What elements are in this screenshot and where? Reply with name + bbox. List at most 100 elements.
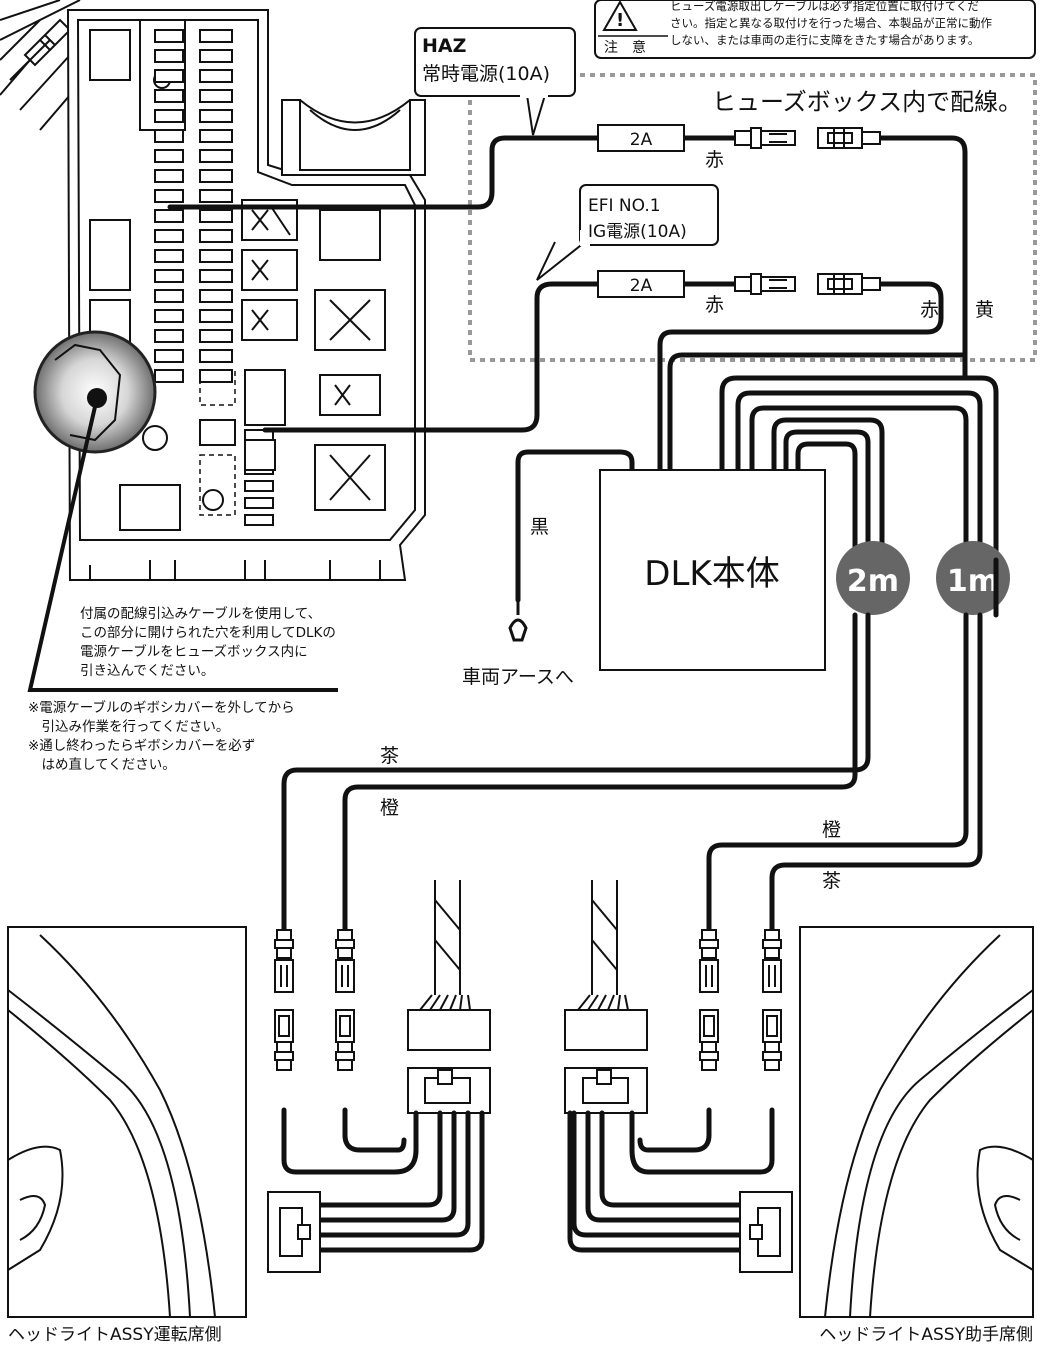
- fuse-slot: [154, 149, 184, 163]
- wire-color-orange-left: 橙: [380, 797, 399, 819]
- instruction-line-3: 電源ケーブルをヒューズボックス内に: [80, 643, 308, 660]
- wire-color-black: 黒: [530, 516, 549, 538]
- fuse-slot: [199, 69, 233, 83]
- fuse-slot: [154, 169, 184, 183]
- fuse-slot: [154, 229, 184, 243]
- fuse-box-illustration: [0, 0, 426, 581]
- fuse-slot: [244, 480, 274, 492]
- fuse-slot: [154, 29, 184, 43]
- haz-callout: HAZ 常時電源(10A): [414, 27, 576, 136]
- fuse-slot: [244, 497, 274, 509]
- fuse-slot: [199, 49, 233, 63]
- fuse-slot: [199, 129, 233, 143]
- wire-color-brown-right: 茶: [822, 870, 841, 892]
- wire-color-red-3: 赤: [920, 299, 939, 321]
- fuse-slot: [154, 109, 184, 123]
- fuse-slot: [244, 514, 274, 526]
- power-wires: [167, 135, 968, 603]
- leader-line: [27, 397, 338, 692]
- fuse-slot: [199, 289, 233, 303]
- note-line-2: 引込み作業を行ってください。: [28, 719, 229, 735]
- fusebox-title: ヒューズボックス内で配線。: [712, 88, 1022, 116]
- fuse-slot: [199, 29, 233, 43]
- fuse-slot: [199, 169, 233, 183]
- headlight-left-illustration: [7, 926, 247, 1318]
- length-badge-2m: [836, 541, 910, 615]
- fuse-slot: [154, 309, 184, 323]
- headlight-right-label: ヘッドライトASSY助手席側: [819, 1325, 1033, 1345]
- left-headlight-wires: [281, 612, 871, 933]
- inline-fuse-2: [597, 270, 685, 298]
- fuse-slot: [154, 369, 184, 383]
- instruction-text: 付属の配線引込みケーブルを使用して、 この部分に開けられた穴を利用してDLKの …: [80, 605, 336, 679]
- fuse-slot: [199, 269, 233, 283]
- caution-label: 注 意: [604, 39, 646, 56]
- output-wire-bundles: [719, 375, 999, 563]
- length-badge-1m: [936, 541, 1010, 615]
- efi-callout: EFI NO.1 IG電源(10A): [536, 184, 719, 281]
- fuse-slot: [199, 189, 233, 203]
- fuse-slot: [154, 49, 184, 63]
- right-harness: [564, 880, 648, 1114]
- fuse-slot: [154, 289, 184, 303]
- yellow-wire: [667, 352, 968, 473]
- left-harness: [407, 880, 491, 1114]
- warning-exclamation-icon: !: [616, 10, 624, 31]
- fuse-slot: [154, 189, 184, 203]
- note-line-1: ※電源ケーブルのギボシカバーを外してから: [28, 699, 295, 716]
- wire-color-red-1: 赤: [705, 149, 724, 171]
- headlight-right-illustration: [799, 926, 1034, 1318]
- fuse-slot: [154, 249, 184, 263]
- caution-panel: ! 注 意 ヒューズ電源取出しケーブルは必ず指定位置に取付けてくだ さい。指定と…: [594, 0, 1036, 59]
- fuse-slot: [199, 369, 233, 383]
- fuse-slot: [199, 229, 233, 243]
- haz-fuse-desc: 常時電源(10A): [422, 63, 550, 85]
- instruction-line-4: 引き込んでください。: [80, 663, 214, 679]
- fuse-slot: [199, 209, 233, 223]
- efi-fuse-name: EFI NO.1: [588, 196, 661, 216]
- left-headlight-connector: [267, 1191, 321, 1273]
- fusebox-wiring-area: [468, 73, 1037, 362]
- right-headlight-connector: [739, 1191, 793, 1273]
- instruction-line-2: この部分に開けられた穴を利用してDLKの: [80, 625, 336, 641]
- right-headlight-wires: [706, 612, 983, 933]
- efi-fuse-desc: IG電源(10A): [588, 222, 687, 242]
- fuse-slot: [154, 269, 184, 283]
- dlk-unit: [599, 469, 826, 671]
- instruction-line-1: 付属の配線引込みケーブルを使用して、: [80, 605, 321, 622]
- length-badge-1m-label: 1m: [947, 564, 999, 599]
- warning-triangle-icon: [602, 0, 638, 31]
- caution-line-1: ヒューズ電源取出しケーブルは必ず指定位置に取付けてくだ: [670, 0, 979, 13]
- fuse-slot: [199, 329, 233, 343]
- fuse-slot: [154, 69, 184, 83]
- ground-terminal-icon: [508, 600, 528, 642]
- fuse-slot: [154, 129, 184, 143]
- length-badge-2m-label: 2m: [847, 564, 899, 599]
- fuse-slot: [199, 349, 233, 363]
- fuse-slot: [154, 349, 184, 363]
- dlk-unit-label: DLK本体: [644, 554, 779, 594]
- wire-color-red-2: 赤: [705, 294, 724, 316]
- inline-fuse-2-label: 2A: [630, 276, 653, 296]
- wire-color-brown-left: 茶: [380, 745, 399, 767]
- ground-label: 車両アースへ: [462, 666, 574, 688]
- fuse-slot: [199, 249, 233, 263]
- fuse-slot: [199, 89, 233, 103]
- inline-fuse-1-label: 2A: [630, 130, 653, 150]
- caution-line-2: さい。指定と異なる取付けを行った場合、本製品が正常に動作: [670, 16, 992, 30]
- wire-color-yellow: 黄: [975, 299, 994, 321]
- haz-fuse-name: HAZ: [422, 35, 466, 57]
- harness-wires: [281, 1107, 775, 1253]
- caution-line-3: しない、または車両の走行に支障をきたす場合があります。: [670, 33, 979, 47]
- power-connectors: [734, 127, 881, 295]
- fuse-slot: [199, 149, 233, 163]
- bullet-terminals: [274, 929, 782, 1071]
- fuse-slot: [154, 89, 184, 103]
- fuse-slot: [199, 109, 233, 123]
- fuse-slot: [154, 329, 184, 343]
- note-line-3: ※通し終わったらギボシカバーを必ず: [28, 738, 255, 754]
- notes-text: ※電源ケーブルのギボシカバーを外してから 引込み作業を行ってください。 ※通し終…: [28, 699, 295, 773]
- note-line-4: はめ直してください。: [28, 757, 176, 773]
- headlight-left-label: ヘッドライトASSY運転席側: [8, 1325, 222, 1345]
